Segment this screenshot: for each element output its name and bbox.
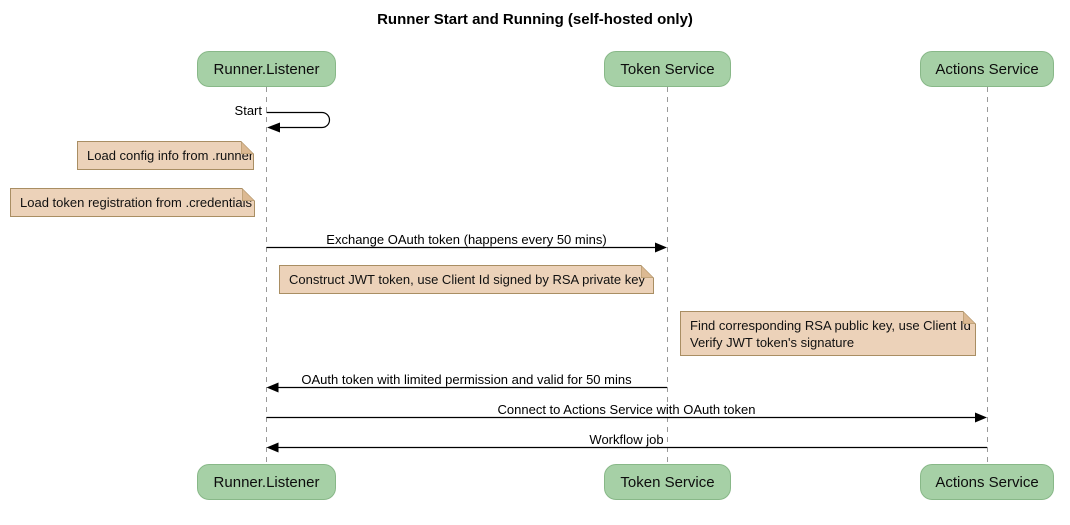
participant-runner-listener-label: Runner.Listener	[213, 60, 320, 78]
participant-runner-listener-bottom: Runner.Listener	[197, 464, 336, 500]
note-verify-jwt-line1: Find corresponding RSA public key, use C…	[690, 317, 971, 333]
note-load-config: Load config info from .runner	[77, 141, 254, 170]
participant-token-service-top: Token Service	[604, 51, 731, 87]
participant-token-service-label: Token Service	[620, 60, 715, 78]
message-start-arrowhead	[267, 122, 280, 133]
participant-actions-service-label: Actions Service	[935, 60, 1039, 78]
message-start-label: Start	[234, 103, 262, 118]
note-construct-jwt-text: Construct JWT token, use Client Id signe…	[289, 272, 645, 287]
participant-actions-service-bottom: Actions Service	[920, 464, 1054, 500]
note-load-token-registration: Load token registration from .credential…	[10, 188, 255, 217]
participant-actions-service-label: Actions Service	[935, 473, 1039, 491]
participant-actions-service-top: Actions Service	[920, 51, 1054, 87]
participant-runner-listener-label: Runner.Listener	[213, 473, 320, 491]
note-fold-icon	[963, 311, 976, 324]
participant-token-service-bottom: Token Service	[604, 464, 731, 500]
message-start-self-loop	[266, 111, 331, 129]
participant-runner-listener-top: Runner.Listener	[197, 51, 336, 87]
diagram-title: Runner Start and Running (self-hosted on…	[377, 11, 693, 28]
note-fold-icon	[241, 141, 254, 154]
message-oauth-return-label: OAuth token with limited permission and …	[301, 372, 632, 387]
participant-token-service-label: Token Service	[620, 473, 715, 491]
note-load-token-registration-text: Load token registration from .credential…	[20, 195, 252, 210]
message-workflow-job-label: Workflow job	[589, 432, 664, 447]
note-verify-jwt-line2: Verify JWT token's signature	[690, 334, 855, 350]
note-verify-jwt: Find corresponding RSA public key, use C…	[680, 311, 976, 356]
message-exchange-oauth-label: Exchange OAuth token (happens every 50 m…	[326, 232, 607, 247]
note-load-config-text: Load config info from .runner	[87, 148, 254, 163]
message-connect-label: Connect to Actions Service with OAuth to…	[497, 402, 756, 417]
note-construct-jwt: Construct JWT token, use Client Id signe…	[279, 265, 654, 294]
note-fold-icon	[242, 188, 255, 201]
note-fold-icon	[641, 265, 654, 278]
